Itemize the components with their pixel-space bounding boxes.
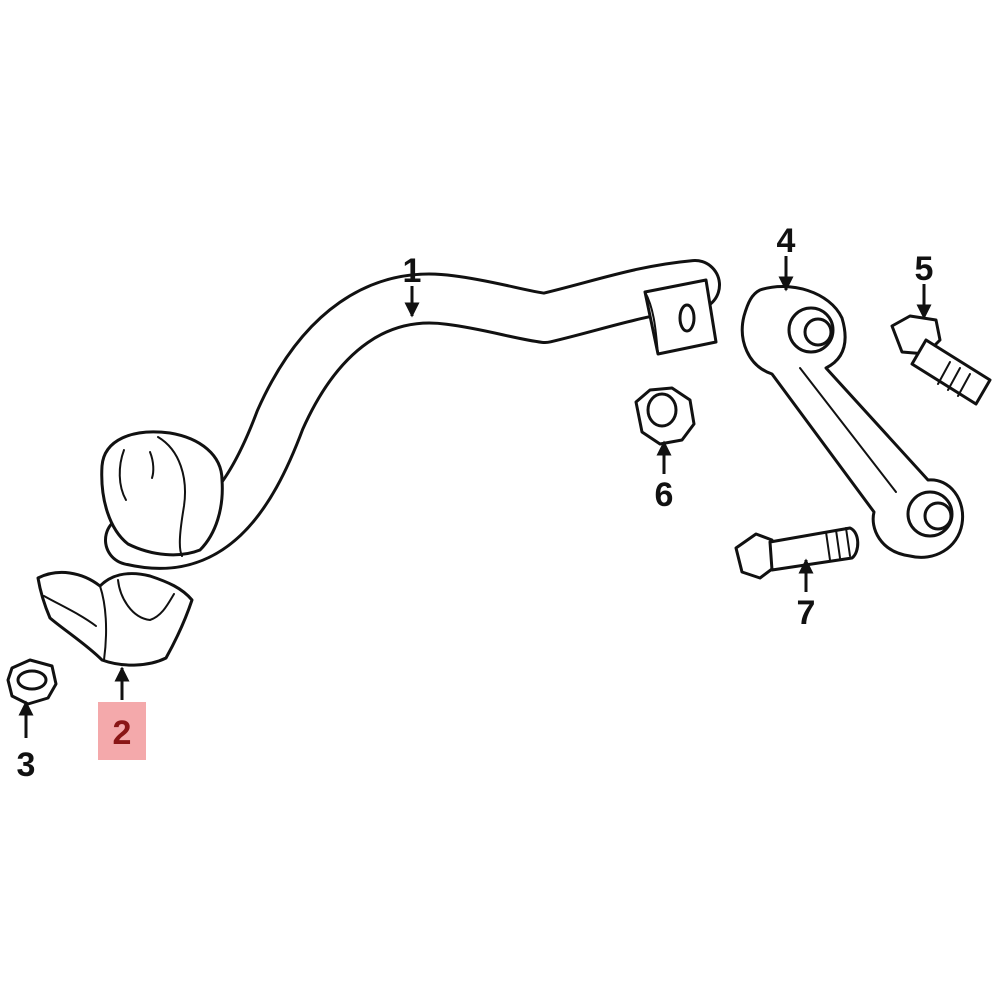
stabilizer-link	[740, 285, 965, 559]
flange-nut	[634, 386, 696, 446]
flange-nut-small	[6, 658, 58, 706]
callout-6[interactable]: 6	[655, 476, 674, 514]
leader-lines	[18, 256, 932, 738]
callout-7[interactable]: 7	[797, 594, 816, 632]
callout-3[interactable]: 3	[17, 746, 36, 784]
callout-4[interactable]: 4	[777, 222, 796, 260]
bar-bushing	[100, 430, 224, 557]
bushing-bracket	[36, 571, 194, 667]
callout-2-highlight	[98, 702, 146, 760]
callout-2[interactable]: 2	[113, 714, 132, 752]
upper-bolt	[890, 314, 992, 406]
stabilizer-bar	[104, 259, 721, 570]
callout-1[interactable]: 1	[403, 252, 422, 290]
callout-5[interactable]: 5	[915, 250, 934, 288]
lower-bolt	[734, 526, 860, 580]
